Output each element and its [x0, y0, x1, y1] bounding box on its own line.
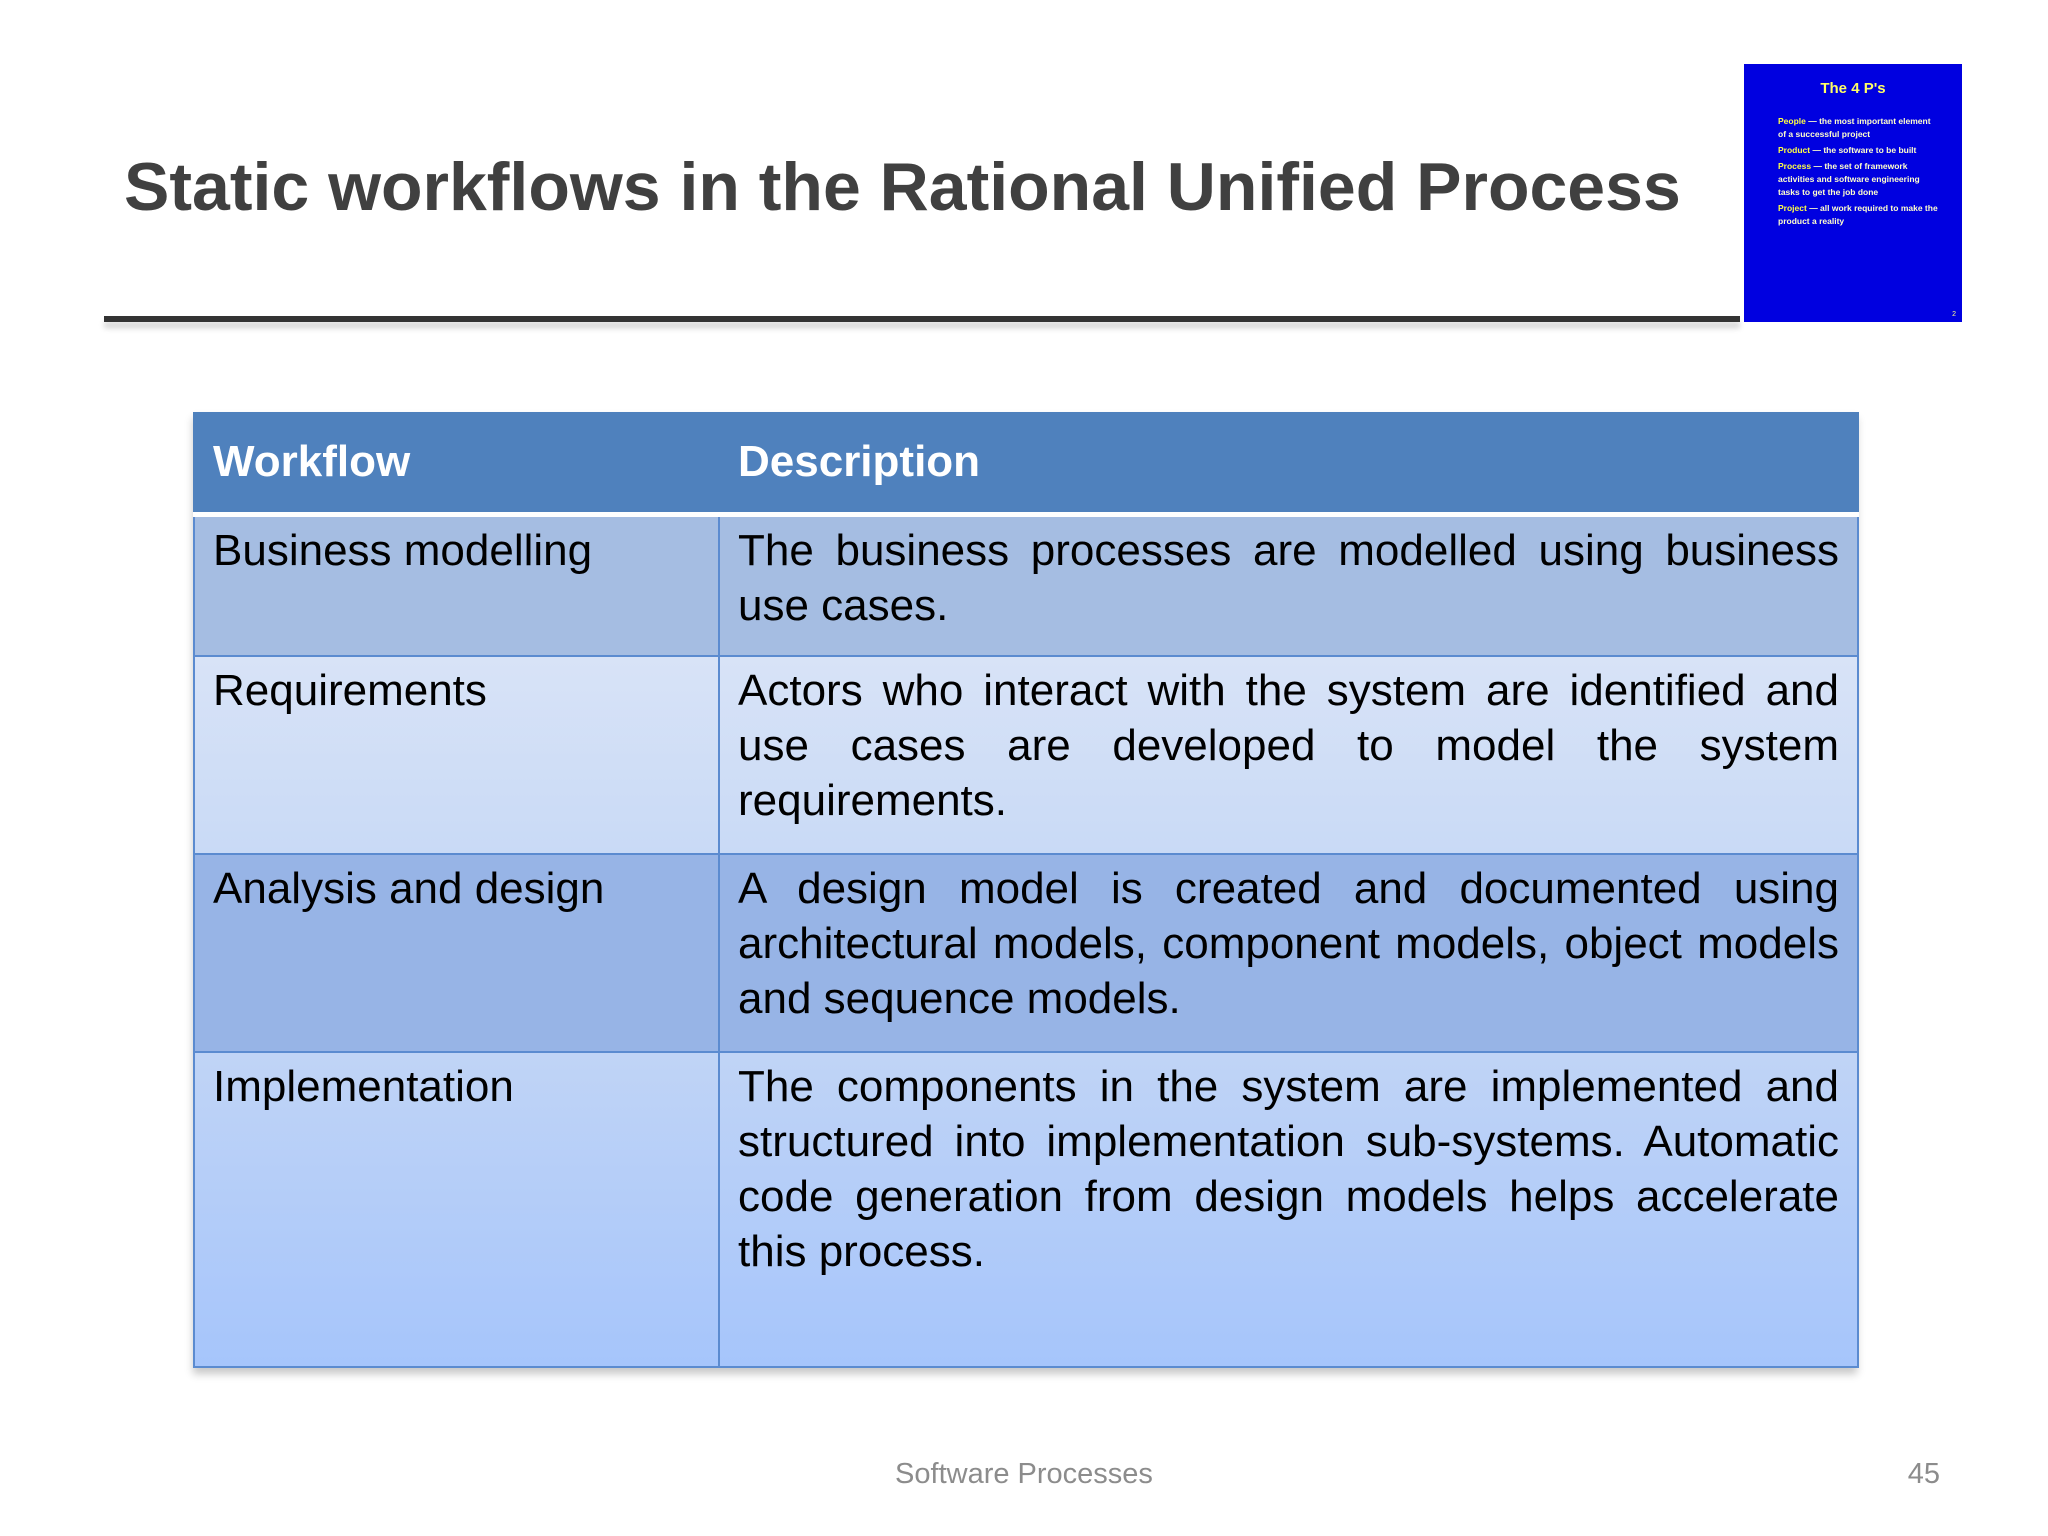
description-cell: The components in the system are impleme…: [718, 1051, 1859, 1368]
thumbnail-item: Product — the software to be built: [1778, 145, 1917, 155]
thumbnail-page-number: 2: [1952, 311, 1956, 318]
page-number: 45: [1907, 1458, 1940, 1490]
header-workflow: Workflow: [193, 412, 720, 517]
table-row: Implementation The components in the sys…: [193, 1051, 1859, 1368]
table-row: Business modelling The business processe…: [193, 513, 1859, 657]
table-row: Analysis and design A design model is cr…: [193, 853, 1859, 1053]
description-cell: A design model is created and documented…: [718, 853, 1859, 1053]
footer-text: Software Processes: [895, 1458, 1153, 1490]
title-underline: [104, 316, 1740, 322]
description-cell: Actors who interact with the system are …: [718, 655, 1859, 855]
thumbnail-item: Process — the set of framework activitie…: [1778, 161, 1920, 197]
workflow-cell: Business modelling: [193, 513, 720, 657]
four-ps-thumbnail: The 4 P's People — the most important el…: [1744, 64, 1962, 322]
workflow-cell: Implementation: [193, 1051, 720, 1368]
thumbnail-title: The 4 P's: [1820, 80, 1886, 97]
slide-title: Static workflows in the Rational Unified…: [124, 149, 1681, 225]
workflow-cell: Analysis and design: [193, 853, 720, 1053]
thumbnail-item: People — the most important element of a…: [1778, 116, 1931, 139]
table-row: Requirements Actors who interact with th…: [193, 655, 1859, 855]
workflows-table: Workflow Description Business modelling …: [193, 412, 1859, 1368]
header-description: Description: [718, 412, 1859, 517]
workflow-cell: Requirements: [193, 655, 720, 855]
table-header-row: Workflow Description: [193, 412, 1859, 517]
thumbnail-item: Project — all work required to make the …: [1778, 203, 1938, 226]
description-cell: The business processes are modelled usin…: [718, 513, 1859, 657]
workflows-table-container: Workflow Description Business modelling …: [193, 412, 1859, 1368]
